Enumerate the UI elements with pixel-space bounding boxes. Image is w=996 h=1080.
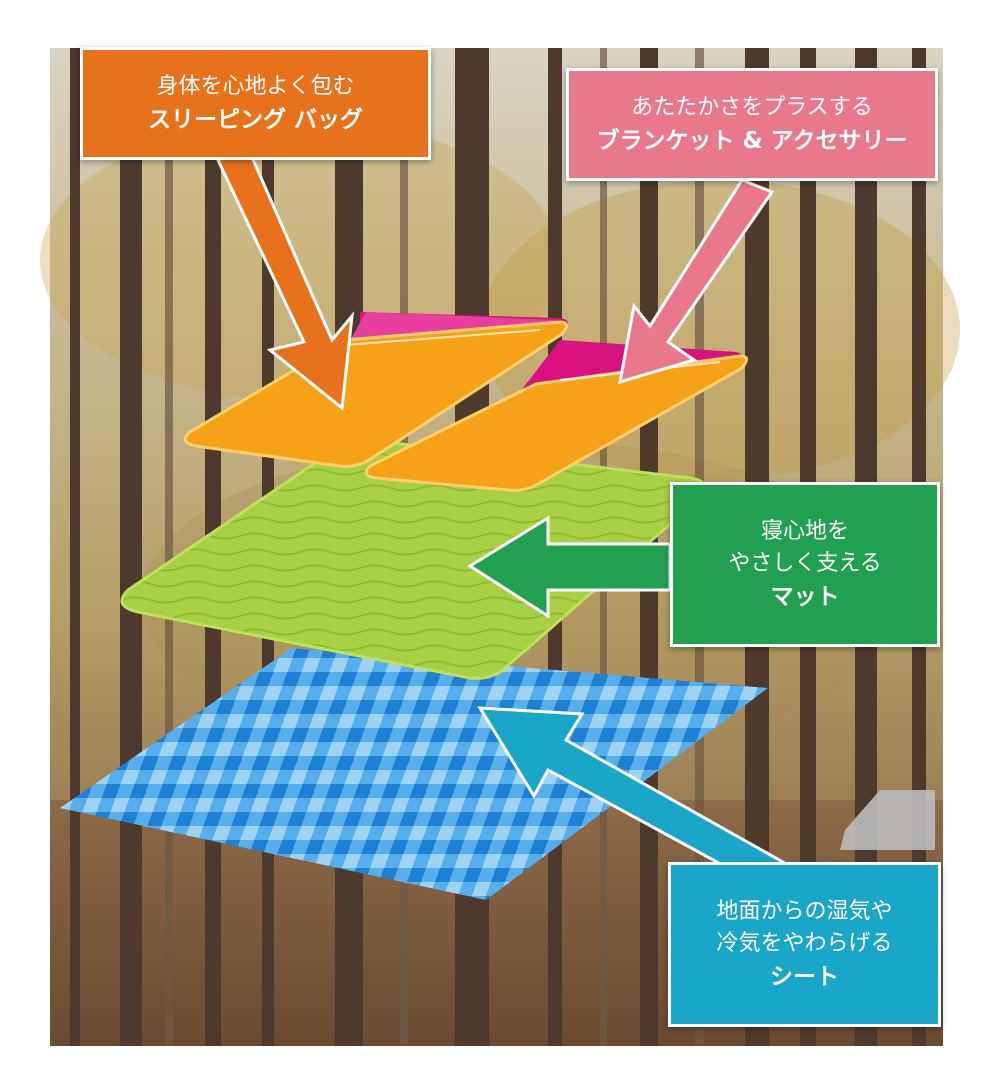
callout-sheet-title: シート bbox=[770, 963, 839, 990]
callout-blanket-title: ブランケット & アクセサリー bbox=[596, 127, 908, 154]
callout-blanket-desc: あたたかさをプラスする bbox=[631, 94, 873, 120]
callout-mat: 寝心地を やさしく支える マット bbox=[670, 482, 940, 647]
sheet-layer bbox=[60, 648, 768, 900]
callout-mat-desc-1: 寝心地を bbox=[760, 518, 849, 544]
callout-sleeping-bag: 身体を心地よく包む スリーピング バッグ bbox=[80, 47, 431, 160]
arrow-mat-icon bbox=[467, 515, 672, 619]
arrow-blanket-icon bbox=[618, 178, 775, 385]
callout-sleeping-bag-desc: 身体を心地よく包む bbox=[156, 73, 355, 99]
sleeping-bag-left bbox=[183, 312, 569, 468]
callout-sheet: 地面からの湿気や 冷気をやわらげる シート bbox=[668, 862, 941, 1027]
callout-blanket: あたたかさをプラスする ブランケット & アクセサリー bbox=[566, 68, 938, 181]
callout-sheet-desc-1: 地面からの湿気や bbox=[716, 898, 893, 924]
arrow-bag-icon bbox=[215, 146, 355, 411]
callout-sleeping-bag-title: スリーピング バッグ bbox=[147, 106, 363, 133]
callout-sheet-desc-2: 冷気をやわらげる bbox=[716, 930, 893, 956]
callout-mat-desc-2: やさしく支える bbox=[728, 550, 882, 576]
callout-mat-title: マット bbox=[770, 583, 840, 610]
